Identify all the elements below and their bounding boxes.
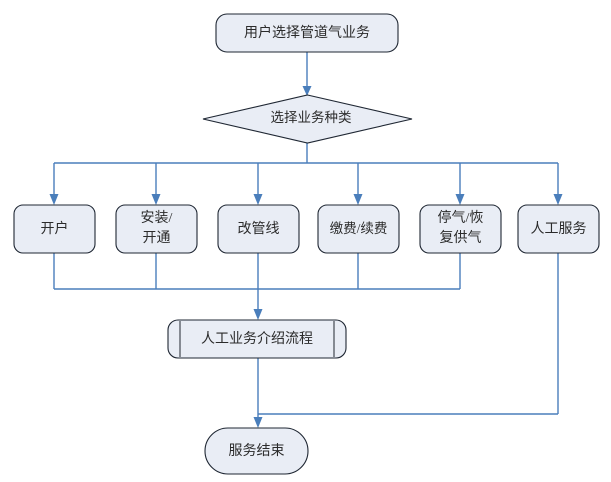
arrowhead-option6 (553, 194, 563, 205)
option1-shape (13, 204, 96, 254)
start-label: 用户选择管道气业务 (244, 24, 370, 41)
node-decision[interactable]: 选择业务种类 (202, 94, 413, 144)
arrowhead-option4 (353, 194, 363, 205)
node-start[interactable]: 用户选择管道气业务 (215, 13, 399, 53)
node-option5[interactable]: 停气/恢 复供气 (419, 204, 502, 254)
option2-shape (115, 204, 198, 254)
arrowhead-end (253, 417, 263, 428)
end-shape (204, 427, 309, 475)
option3-shape (217, 204, 300, 254)
option4-shape (317, 204, 400, 254)
end-label: 服务结束 (229, 443, 285, 459)
option2-label-line2: 开通 (143, 230, 171, 246)
option5-label-line2: 复供气 (440, 229, 482, 246)
option1-label: 开户 (41, 220, 69, 237)
arrowhead-option1 (49, 194, 59, 205)
node-option3[interactable]: 改管线 (217, 204, 300, 254)
subprocess-shape (167, 319, 347, 359)
connector-layer (49, 52, 563, 428)
decision-label: 选择业务种类 (271, 110, 352, 125)
decision-shape (202, 94, 413, 144)
option4-label: 缴费/续费 (330, 221, 388, 236)
arrowhead-subprocess (253, 309, 263, 320)
node-option6[interactable]: 人工服务 (517, 204, 600, 254)
arrowhead-option2 (151, 194, 161, 205)
option3-label: 改管线 (238, 221, 280, 237)
arrowhead-option5 (455, 194, 465, 205)
arrowhead-start-to-decision (302, 86, 312, 96)
subprocess-label: 人工业务介绍流程 (201, 331, 313, 347)
option6-shape (517, 204, 600, 254)
node-subprocess[interactable]: 人工业务介绍流程 (167, 319, 347, 359)
node-option2[interactable]: 安装/ 开通 (115, 204, 198, 254)
node-option1[interactable]: 开户 (13, 204, 96, 254)
arrowhead-option3 (253, 194, 263, 205)
start-shape (215, 13, 399, 53)
option5-label-line1: 停气/恢 (438, 209, 484, 226)
node-end[interactable]: 服务结束 (204, 427, 309, 475)
option5-shape (419, 204, 502, 254)
option2-label-line1: 安装/ (141, 210, 173, 226)
option6-label: 人工服务 (531, 221, 587, 237)
node-option4[interactable]: 缴费/续费 (317, 204, 400, 254)
